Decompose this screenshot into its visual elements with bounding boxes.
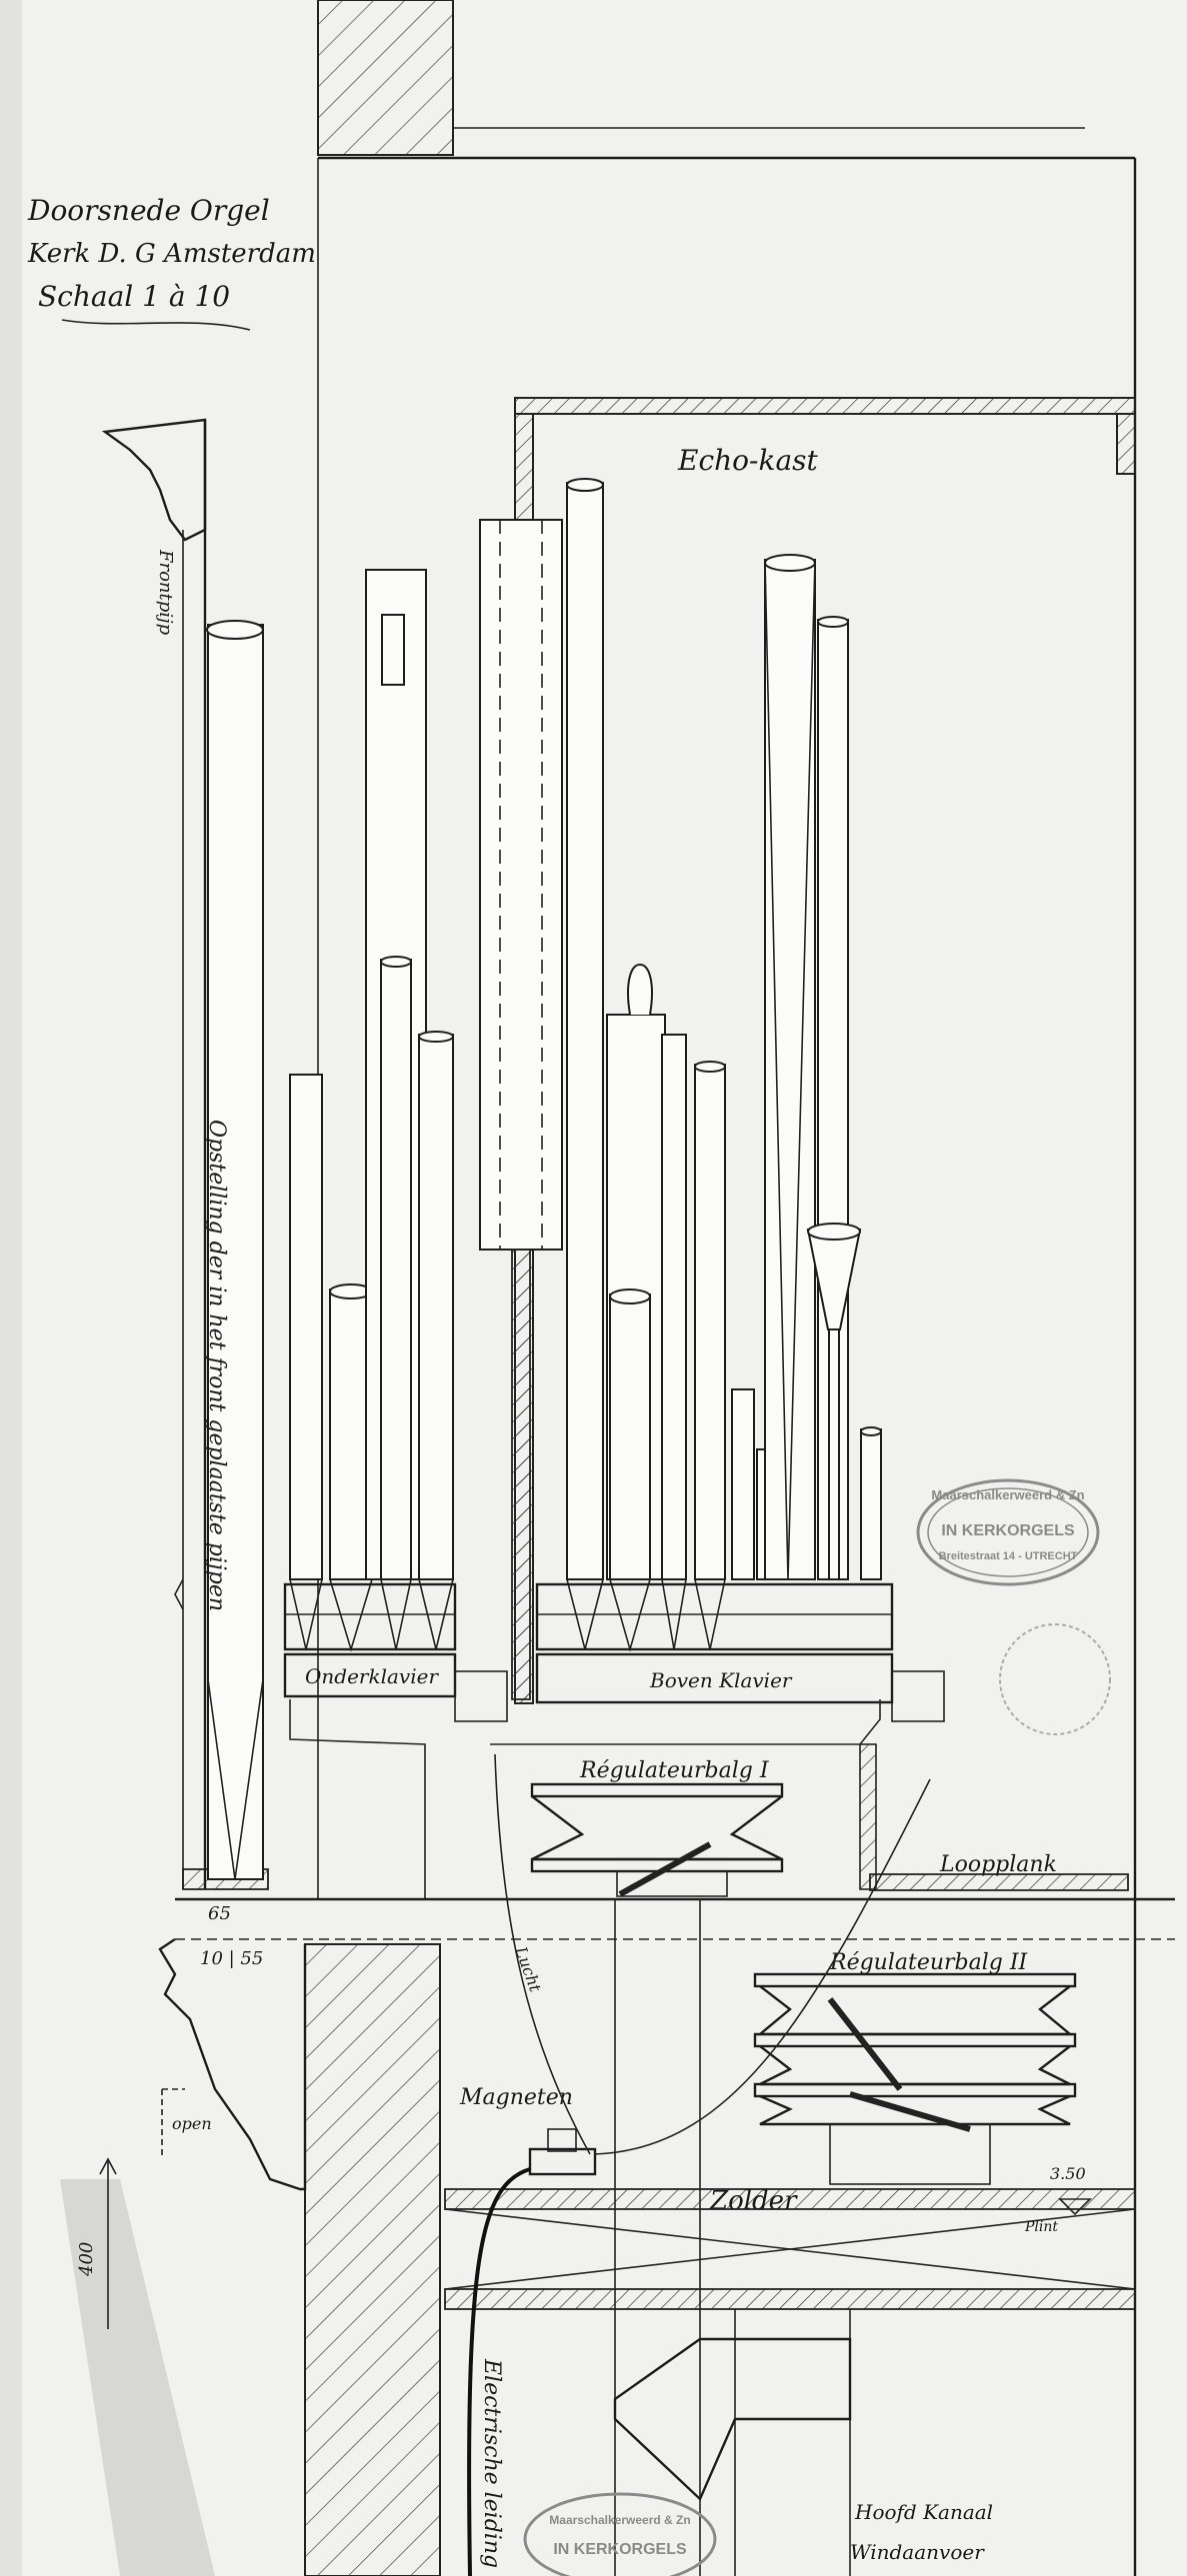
regulateurbalg-2: Régulateurbalg II	[753, 1950, 1077, 2185]
front-note: Opstelling der in het front geplaatste p…	[204, 1120, 229, 1611]
echo-kast-label: Echo-kast	[677, 444, 819, 477]
stamp-top: Maarschalkerweerd & Zn IN KERKORGELS Bre…	[916, 1478, 1100, 1586]
stamp-line-2: IN KERKORGELS	[941, 1522, 1075, 1539]
paper-shadow	[60, 2179, 215, 2576]
electric-cable	[467, 2167, 531, 2576]
windaanvoer-label: Windaanvoer	[850, 2540, 985, 2564]
top-wall	[317, 0, 454, 156]
stamp-line-1: Maarschalkerweerd & Zn	[931, 1487, 1084, 1502]
wooden-pipe	[479, 519, 563, 1251]
lower-cornice	[158, 1938, 307, 2191]
magneten-box	[528, 2147, 597, 2176]
front-pipe	[207, 624, 264, 1880]
zolder-floor	[444, 2188, 1136, 2210]
wind-tube-1	[494, 1753, 591, 2155]
main-channel	[613, 2337, 852, 2502]
dim-10-55: 10 | 55	[200, 1948, 263, 1969]
title-line-1: Doorsnede Orgel	[27, 194, 270, 227]
onderklavier-pipes	[289, 569, 454, 1652]
open-label: open	[172, 2114, 212, 2133]
onderklavier-chest	[283, 1582, 457, 1651]
pipe-label: Lucht	[511, 1943, 545, 1995]
plint-label: Plint	[1024, 2219, 1058, 2235]
dim-65: 65	[208, 1903, 231, 1924]
hoofdkanaal-label: Hoofd Kanaal	[854, 2500, 993, 2524]
wind-tube-2	[594, 1778, 931, 2155]
round-stamp	[999, 1623, 1111, 1735]
stamp-bottom: Maarschalkerweerd & Zn IN KERKORGELS	[523, 2492, 717, 2576]
title-underline	[61, 319, 251, 331]
title-line-2: Kerk D. G Amsterdam	[27, 239, 316, 269]
bovenklavier-label: Boven Klavier	[649, 1668, 793, 1692]
onderklavier-label: Onderklavier	[305, 1664, 439, 1688]
stamp-line-3: Breitestraat 14 - UTRECHT	[939, 1550, 1078, 1562]
dim-400: 400	[76, 2242, 97, 2277]
zolder-label: Zolder	[709, 2186, 798, 2216]
paper-edge	[0, 0, 22, 2576]
svg-text:IN KERKORGELS: IN KERKORGELS	[553, 2541, 687, 2558]
bovenklavier-chest	[535, 1582, 894, 1651]
side-note: Frontpijp	[155, 549, 176, 636]
title-line-3: Schaal 1 à 10	[38, 280, 230, 313]
loopplank-label: Loopplank	[939, 1852, 1057, 1877]
bovenklavier-pipes	[566, 478, 882, 1652]
dim-350: 3.50	[1050, 2164, 1086, 2183]
magneten-label: Magneten	[459, 2085, 573, 2110]
front-cornice	[101, 418, 207, 542]
echo-box-roof	[514, 397, 1136, 415]
svg-text:Maarschalkerweerd & Zn: Maarschalkerweerd & Zn	[549, 2513, 690, 2527]
regulateurbalg-1: Régulateurbalg I	[530, 1758, 784, 1897]
lower-wall	[304, 1943, 441, 2576]
regulateurbalg-2-label: Régulateurbalg II	[829, 1950, 1029, 1975]
regulateurbalg-1-label: Régulateurbalg I	[579, 1758, 770, 1783]
loopplank	[869, 1873, 1129, 1891]
electrische-leiding-label: Electrische leiding	[479, 2358, 504, 2568]
